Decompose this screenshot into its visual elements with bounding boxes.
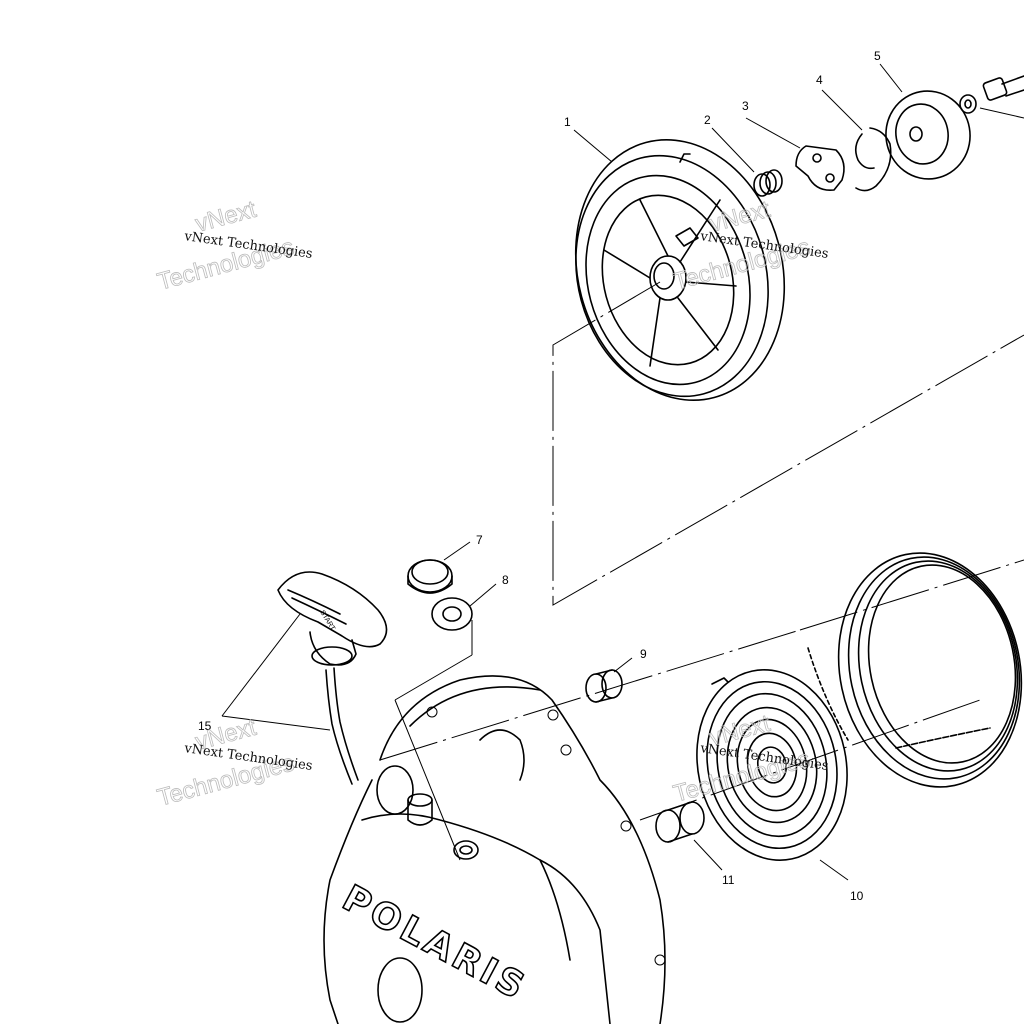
callout-labels: 1 2 3 4 5 7 8 9 10 11 15 — [198, 49, 881, 903]
washer-part-8 — [431, 597, 473, 631]
callout-11: 11 — [722, 873, 735, 887]
starter-handle-part-15: START — [277, 571, 388, 785]
pulley-part-1 — [574, 138, 786, 402]
bushing-part-9 — [585, 669, 623, 703]
plug-part-7 — [407, 559, 453, 594]
callout-3: 3 — [742, 99, 749, 113]
bolt-and-washer — [959, 75, 1024, 114]
callout-1: 1 — [564, 115, 571, 129]
callout-4: 4 — [816, 73, 823, 87]
watermark-left-top: vNext Technologies vNext Technologies — [154, 195, 313, 296]
watermark-right-bottom: vNext Technologies vNext Technologies — [670, 709, 829, 808]
polaris-brand-text: POLARIS — [336, 878, 534, 1009]
callout-10: 10 — [850, 889, 864, 903]
center-axis-lines — [379, 281, 1024, 861]
starter-rope-coil — [807, 552, 1023, 788]
callout-7: 7 — [476, 533, 483, 547]
starter-housing: POLARIS — [323, 675, 666, 1024]
callout-5: 5 — [874, 49, 881, 63]
handle-grip-text: START — [318, 609, 336, 632]
callout-2: 2 — [704, 113, 711, 127]
collar-part-11 — [655, 801, 705, 843]
recoil-spring-part-10 — [696, 669, 848, 861]
retaining-clip-part-4 — [854, 127, 892, 192]
callout-9: 9 — [640, 647, 647, 661]
pawl-part-3 — [795, 145, 845, 192]
watermark-left-bottom: vNext Technologies vNext Technologies — [154, 713, 313, 812]
callout-15: 15 — [198, 719, 212, 733]
callout-8: 8 — [502, 573, 509, 587]
friction-plate-part-5 — [885, 90, 971, 180]
pawl-spring-part-2 — [753, 169, 783, 197]
leader-lines — [221, 63, 1024, 881]
